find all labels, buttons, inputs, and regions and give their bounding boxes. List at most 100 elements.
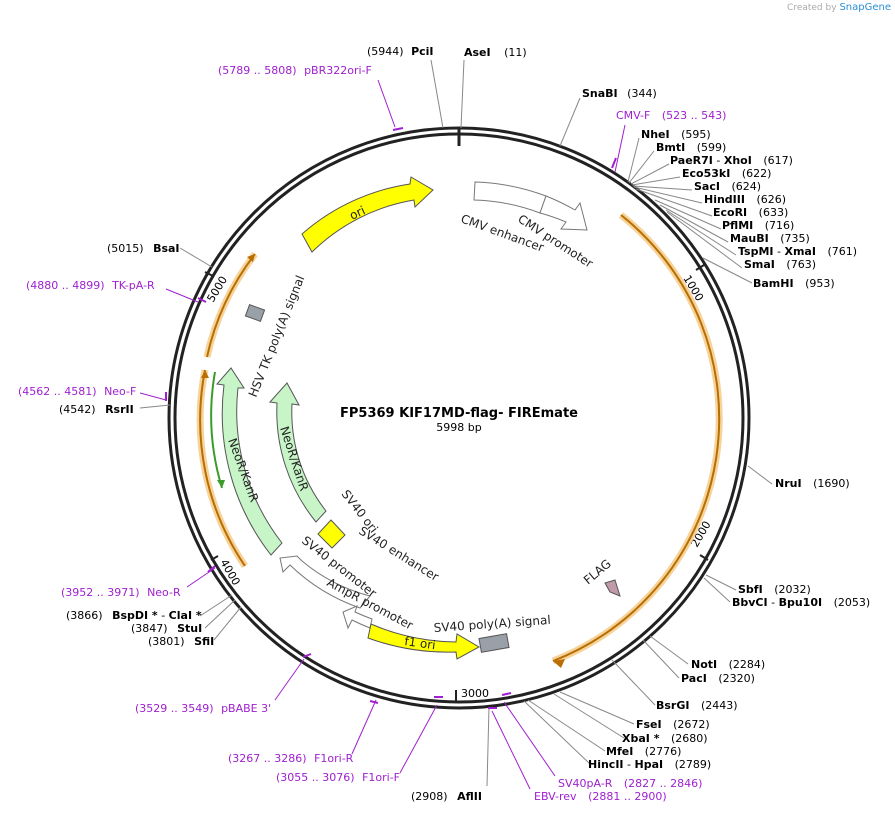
primers-5-name-label: F1ori-R: [314, 752, 354, 765]
sites-17-pos-label: (2053): [834, 596, 871, 609]
text-label: (3055 .. 3076) F1ori-F: [276, 771, 400, 784]
text-label: EBV-rev (2881 .. 2900): [534, 790, 667, 803]
sites-16-name-label: SbfI: [738, 583, 763, 596]
sites-26-pos-label: (3801): [148, 635, 185, 648]
text-label: XbaI * (2680): [622, 732, 708, 745]
sites-5-name2-label: XhoI: [724, 154, 752, 167]
ampr-promoter-feature: [342, 605, 373, 630]
sites-27-pos-label: (3847): [131, 622, 168, 635]
sv40-enhancer-label: SV40 enhancer: [356, 524, 441, 584]
hsv-tk-polya-feature: [244, 303, 266, 323]
text-label: (3866) BspDI * - ClaI *: [66, 609, 202, 622]
text-label: EcoRI (633): [713, 206, 788, 219]
credit-brand: SnapGene: [839, 2, 891, 13]
sites-28-name2-label: ClaI *: [169, 609, 202, 622]
sites-6-name-label: Eco53kI: [682, 167, 730, 180]
text-label: SbfI (2032): [738, 583, 811, 596]
ori-feature: [301, 176, 434, 253]
sites-5-pos-label: (617): [763, 154, 793, 167]
sites-21-pos-label: (2672): [673, 718, 710, 731]
text-label: (4542) RsrII: [59, 403, 134, 416]
text-label: SnaBI (344): [582, 87, 657, 100]
text-label: AseI (11): [464, 46, 527, 59]
text-label: Eco53kI (622): [682, 167, 771, 180]
primers-8-range-label: (4562 .. 4581): [18, 385, 97, 398]
sites-5-name-label: PaeR7I: [670, 154, 713, 167]
sites-2-name-label: SnaBI: [582, 87, 618, 100]
sites-9-name-label: EcoRI: [713, 206, 747, 219]
text-label: FseI (2672): [636, 718, 710, 731]
sv40-polya-label: SV40 poly(A) signal: [433, 613, 551, 635]
text-label: NheI (595): [641, 128, 711, 141]
primers-6-name-label: pBABE 3': [221, 702, 271, 715]
tick-3000: 3000: [455, 687, 489, 702]
sites-12-name-label: TspMI: [738, 245, 774, 258]
sites-26-name-label: SfiI: [194, 635, 214, 648]
text-label: (5015) BsaI: [107, 242, 180, 255]
text-label: MfeI (2776): [606, 745, 681, 758]
f1-ori-feature: [367, 623, 481, 660]
sites-17-name-label: BbvCI: [732, 596, 768, 609]
sites-21-name-label: FseI: [636, 718, 662, 731]
sites-15-pos-label: (1690): [813, 477, 850, 490]
primers-4-name-label: F1ori-F: [362, 771, 400, 784]
text-label: NruI (1690): [775, 477, 850, 490]
sites-3-name-label: NheI: [641, 128, 670, 141]
sites-8-pos-label: (626): [756, 193, 786, 206]
credit-prefix: Created by: [787, 3, 837, 13]
plasmid-name: FP5369 KIF17MD-flag- FIREmate: [340, 406, 578, 421]
sites-23-pos-label: (2776): [645, 745, 682, 758]
text-label: (3529 .. 3549) pBABE 3': [135, 702, 271, 715]
sites-28-name-label: BspDI *: [112, 609, 158, 622]
text-label: (3847) StuI: [131, 622, 202, 635]
neo-kanr-outer-feature: [216, 367, 283, 556]
primers-0-name-label: pBR322ori-F: [304, 64, 372, 77]
sites-24-name-label: HincII: [588, 758, 624, 771]
text-label: HincII - HpaI (2789): [588, 758, 711, 771]
text-label: (3801) SfiI: [148, 635, 214, 648]
plasmid-length: 5998 bp: [436, 421, 481, 434]
text-label: BmtI (599): [656, 141, 726, 154]
sites-25-pos-label: (2908): [411, 790, 448, 803]
text-label: (2908) AflII: [411, 790, 482, 803]
sites-7-name-label: SacI: [694, 180, 720, 193]
sites-22-name-label: XbaI *: [622, 732, 660, 745]
neo-kanr-inner-feature: [269, 382, 327, 523]
sites-20-name-label: BsrGI: [656, 699, 689, 712]
primers-7-name-label: Neo-R: [147, 586, 181, 599]
sites-24-pos-label: (2789): [675, 758, 712, 771]
sv40-promoter-feature: [279, 555, 371, 609]
text-label: (3267 .. 3286) F1ori-R: [228, 752, 354, 765]
hsv-tk-polya-label: HSV TK poly(A) signal: [246, 273, 308, 399]
primer-labels: (5789 .. 5808) pBR322ori-F CMV-F (523 ..…: [18, 64, 726, 803]
sites-12-pos-label: (761): [827, 245, 857, 258]
sites-1-name-label: AseI: [464, 46, 491, 59]
primers-2-range-label: (2827 .. 2846): [624, 777, 703, 790]
sites-16-pos-label: (2032): [774, 583, 811, 596]
primers-7-range-label: (3952 .. 3971): [61, 586, 140, 599]
sites-14-name-label: BamHI: [753, 277, 794, 290]
sites-3-pos-label: (595): [681, 128, 711, 141]
sites-0-pos-label: (5944): [367, 45, 404, 58]
sv40-polya-feature: [478, 633, 510, 653]
text-label: MauBI (735): [730, 232, 810, 245]
sites-13-pos-label: (763): [786, 258, 816, 271]
flag-feature: [604, 579, 621, 597]
sites-24-name2-label: HpaI: [634, 758, 663, 771]
sites-17-name2-label: Bpu10I: [779, 596, 823, 609]
sites-10-name-label: PflMI: [722, 219, 753, 232]
sites-4-name-label: BmtI: [656, 141, 685, 154]
primers-9-range-label: (4880 .. 4899): [26, 279, 105, 292]
sites-10-pos-label: (716): [765, 219, 795, 232]
text-label: (3952 .. 3971) Neo-R: [61, 586, 181, 599]
sites-18-name-label: NotI: [691, 658, 717, 671]
sites-22-pos-label: (2680): [671, 732, 708, 745]
sites-30-pos-label: (5015): [107, 242, 144, 255]
cmv-promoter-feature: [539, 195, 588, 231]
primers-3-range-label: (2881 .. 2900): [588, 790, 667, 803]
site-leaders: [139, 59, 773, 787]
sites-1-pos-label: (11): [504, 46, 527, 59]
sites-0-name-label: PciI: [411, 45, 433, 58]
ori-label: ori: [347, 203, 367, 222]
sites-18-pos-label: (2284): [729, 658, 766, 671]
